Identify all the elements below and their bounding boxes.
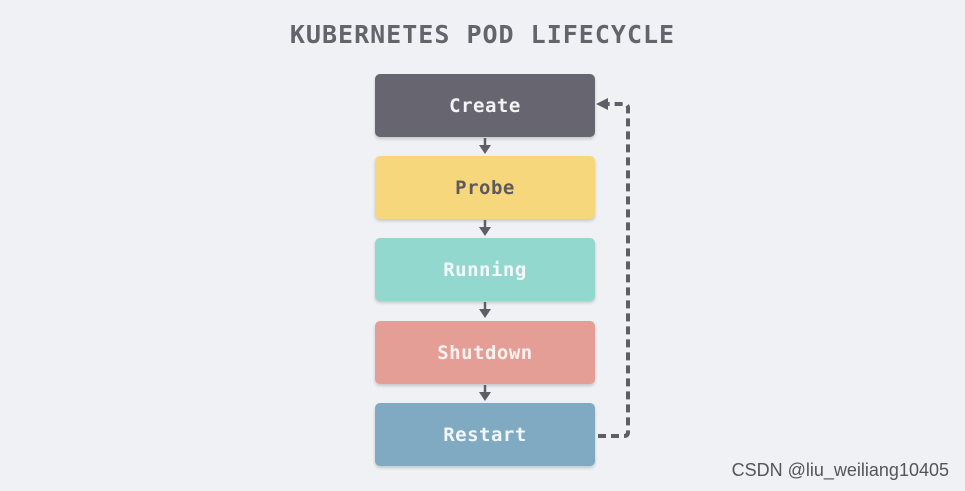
stage-restart: Restart bbox=[375, 403, 595, 466]
diagram-title: KUBERNETES POD LIFECYCLE bbox=[289, 20, 676, 49]
stage-running: Running bbox=[375, 238, 595, 301]
arrow-running-shutdown bbox=[479, 302, 491, 318]
stage-probe: Probe bbox=[375, 156, 595, 219]
arrow-probe-running bbox=[479, 220, 491, 236]
restart-loop-arrow bbox=[596, 98, 630, 438]
stage-create: Create bbox=[375, 74, 595, 137]
stage-shutdown: Shutdown bbox=[375, 321, 595, 384]
arrow-shutdown-restart bbox=[479, 385, 491, 401]
arrow-create-probe bbox=[479, 138, 491, 154]
watermark: CSDN @liu_weiliang10405 bbox=[731, 460, 949, 480]
